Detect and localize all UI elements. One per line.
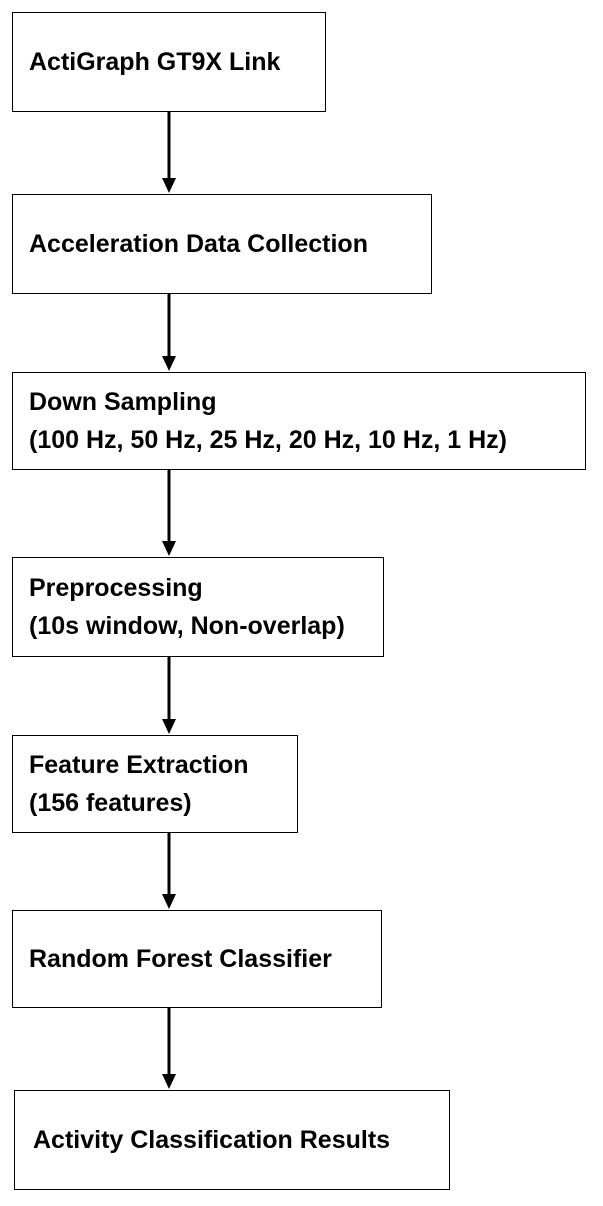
step-label: Acceleration Data Collection — [29, 230, 368, 258]
arrow-head-icon — [162, 894, 176, 909]
arrow-head-icon — [162, 1074, 176, 1089]
step-label: ActiGraph GT9X Link — [29, 48, 281, 76]
arrow-head-icon — [162, 356, 176, 371]
step-label: Feature Extraction — [29, 751, 249, 779]
step-data-collection: Acceleration Data Collection — [12, 194, 432, 294]
step-sublabel: (10s window, Non-overlap) — [29, 612, 345, 640]
step-label: Down Sampling — [29, 388, 217, 416]
step-preprocessing: Preprocessing (10s window, Non-overlap) — [12, 557, 384, 657]
step-classification-results: Activity Classification Results — [14, 1090, 450, 1190]
step-label: Preprocessing — [29, 574, 203, 602]
step-sublabel: (156 features) — [29, 789, 192, 817]
arrow-head-icon — [162, 719, 176, 734]
arrow-head-icon — [162, 178, 176, 193]
step-actigraph-device: ActiGraph GT9X Link — [12, 12, 326, 112]
arrow-head-icon — [162, 541, 176, 556]
step-down-sampling: Down Sampling (100 Hz, 50 Hz, 25 Hz, 20 … — [12, 372, 586, 470]
step-sublabel: (100 Hz, 50 Hz, 25 Hz, 20 Hz, 10 Hz, 1 H… — [29, 426, 507, 454]
step-random-forest: Random Forest Classifier — [12, 910, 382, 1008]
step-label: Activity Classification Results — [33, 1126, 391, 1154]
step-label: Random Forest Classifier — [29, 945, 332, 973]
step-feature-extraction: Feature Extraction (156 features) — [12, 735, 298, 833]
